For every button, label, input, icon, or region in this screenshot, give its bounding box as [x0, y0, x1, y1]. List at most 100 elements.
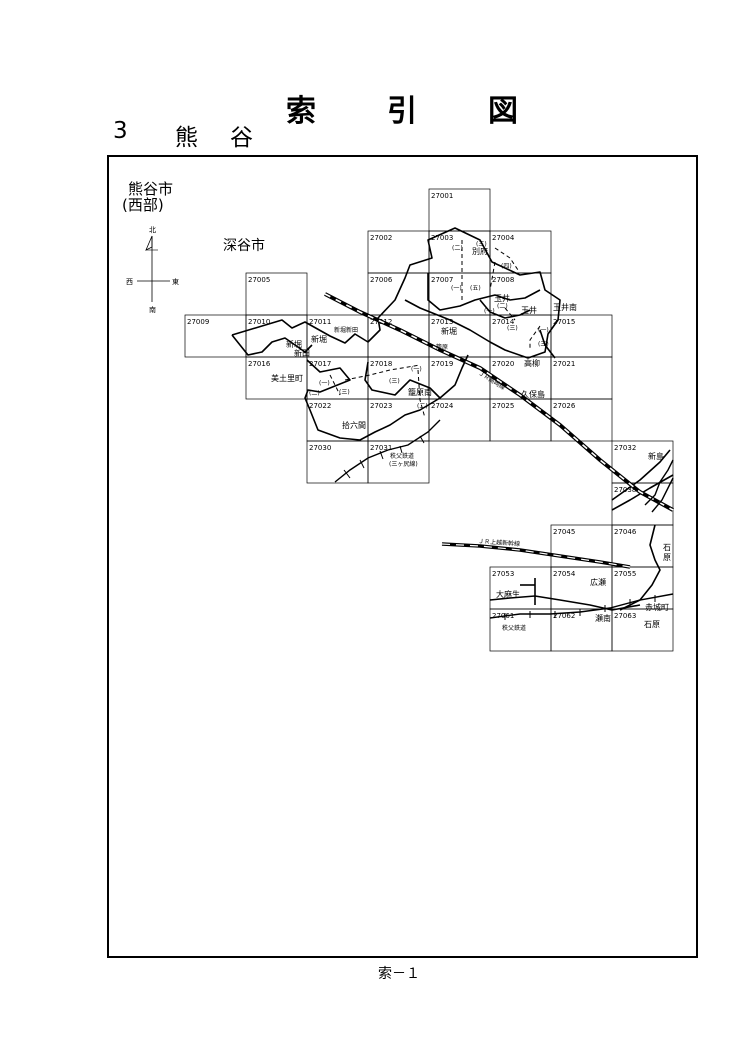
- zone-mark: (三): [339, 389, 350, 396]
- sheet-label: 27006: [370, 276, 393, 284]
- compass-icon: [137, 235, 170, 302]
- sheet-label: 27023: [370, 402, 392, 410]
- section-name-char-1: 熊: [175, 125, 198, 151]
- sheet-label: 27054: [553, 570, 576, 578]
- sheet-label: 27015: [553, 318, 575, 326]
- zone-mark: (三): [389, 378, 400, 385]
- sheet-label: 27020: [492, 360, 514, 368]
- sheet-label: 27005: [248, 276, 270, 284]
- place-chichibu-railway: 秩父鉄道: [390, 452, 414, 460]
- sheet-label: 27045: [553, 528, 575, 536]
- place-omaso: 大麻生: [496, 589, 520, 599]
- sheet-label: 27002: [370, 234, 392, 242]
- place-chichibu-sub: (三ヶ尻線): [389, 460, 418, 468]
- place-tamai: 玉井: [494, 293, 510, 303]
- place-jurokken: 拾六間: [342, 420, 366, 430]
- place-ishihara: 石: [663, 543, 671, 552]
- zone-mark: (二): [417, 403, 428, 410]
- place-shinbori-shinden-a: 新堀: [286, 339, 302, 349]
- sheet-label: 27055: [614, 570, 636, 578]
- place-kuboshima: 久保島: [521, 389, 545, 399]
- sheet-label: 27016: [248, 360, 271, 368]
- sheet-label: 27013: [431, 318, 453, 326]
- sheet-label: 27053: [492, 570, 514, 578]
- region-title: 熊谷市: [128, 180, 173, 198]
- zone-mark: (二): [497, 303, 508, 310]
- place-akagimachi: 赤城町: [645, 603, 669, 612]
- place-hirose: 広瀬: [590, 577, 606, 587]
- place-tamai-2: 玉井: [521, 305, 537, 315]
- page-number: 索－１: [378, 966, 420, 982]
- zone-mark: (四): [501, 263, 512, 270]
- section-name-char-2: 谷: [230, 125, 253, 151]
- zone-mark: (一): [319, 380, 330, 387]
- region-subtitle: (西部): [122, 196, 164, 214]
- title-char-2: 引: [387, 94, 417, 129]
- sheet-label: 27063: [614, 612, 636, 620]
- title-char-1: 索: [286, 94, 316, 129]
- compass-west-label: 西: [126, 278, 133, 286]
- compass-south-label: 南: [149, 305, 156, 314]
- zone-mark: (一): [538, 327, 549, 334]
- place-niijima: 新島: [648, 451, 664, 461]
- compass-east-label: 東: [172, 277, 179, 286]
- sheet-label: 27014: [492, 318, 515, 326]
- sheet-cell[interactable]: [367, 440, 430, 484]
- zone-mark: (三): [538, 341, 549, 348]
- sheet-label: 27046: [614, 528, 637, 536]
- place-midorimachi: 美土里町: [271, 373, 303, 383]
- sheet-label: 27062: [553, 612, 575, 620]
- jr-takasaki-line: [324, 292, 674, 512]
- place-shinbori-shinden-b: 新田: [294, 348, 310, 358]
- sheet-label: 27030: [309, 444, 331, 452]
- zone-mark: (一): [411, 366, 422, 373]
- sheet-label: 27022: [309, 402, 331, 410]
- place-kagohara-minami: 籠原南: [408, 387, 432, 397]
- map-frame: [107, 155, 698, 958]
- sheet-label: 27007: [431, 276, 453, 284]
- district-boundaries: [231, 227, 674, 611]
- place-shinbori-shinden: 新堀新田: [334, 326, 358, 334]
- jr-joetsu-shinkansen: [441, 542, 631, 569]
- neighbor-city-label: 深谷市: [223, 237, 265, 254]
- section-number: 3: [113, 118, 128, 144]
- sheet-label: 27010: [248, 318, 270, 326]
- place-chichibu-railway-2: 秩父鉄道: [502, 624, 526, 632]
- place-ishihara-b: 原: [663, 553, 671, 562]
- zone-mark: (三): [507, 325, 518, 332]
- sheet-label: 27008: [492, 276, 514, 284]
- place-shinbori: 新堀: [311, 334, 327, 344]
- place-shinbori-2: 新堀: [441, 326, 457, 336]
- place-kagohara-label: 籠原: [436, 343, 448, 351]
- sheet-label: 27026: [553, 402, 576, 410]
- zone-mark: (二): [309, 390, 320, 397]
- sheet-label: 27025: [492, 402, 514, 410]
- jr-takasaki-label: ＪＲ高崎線: [477, 369, 507, 392]
- sheet-label: 27004: [492, 234, 515, 242]
- zone-mark: (三): [476, 241, 487, 248]
- sheet-label: 27021: [553, 360, 575, 368]
- sheet-label: 27017: [309, 360, 331, 368]
- title-char-3: 図: [488, 94, 518, 129]
- sheet-label: 27031: [370, 444, 392, 452]
- sheet-label: 27001: [431, 192, 453, 200]
- place-tamai-minami: 玉井南: [553, 302, 577, 312]
- sheet-label: 27011: [309, 318, 331, 326]
- sheet-label: 27018: [370, 360, 392, 368]
- sheet-label: 27024: [431, 402, 454, 410]
- place-senami: 瀬南: [595, 613, 611, 623]
- zone-mark: (一): [451, 285, 462, 292]
- subdistrict-boundaries: [329, 240, 541, 419]
- place-beppu: 別府: [472, 246, 488, 256]
- river: [644, 459, 674, 513]
- railway-ticks: [343, 435, 656, 620]
- place-takayanagi: 高柳: [524, 358, 540, 368]
- sheet-cell[interactable]: [611, 608, 674, 652]
- place-ishihara-2: 石原: [644, 620, 660, 629]
- sheet-label: 27019: [431, 360, 453, 368]
- sheet-label: 27009: [187, 318, 209, 326]
- compass-north-label: 北: [149, 226, 156, 234]
- jr-joetsu-label: ＪＲ上越新幹線: [478, 537, 520, 548]
- zone-mark: (五): [470, 285, 481, 292]
